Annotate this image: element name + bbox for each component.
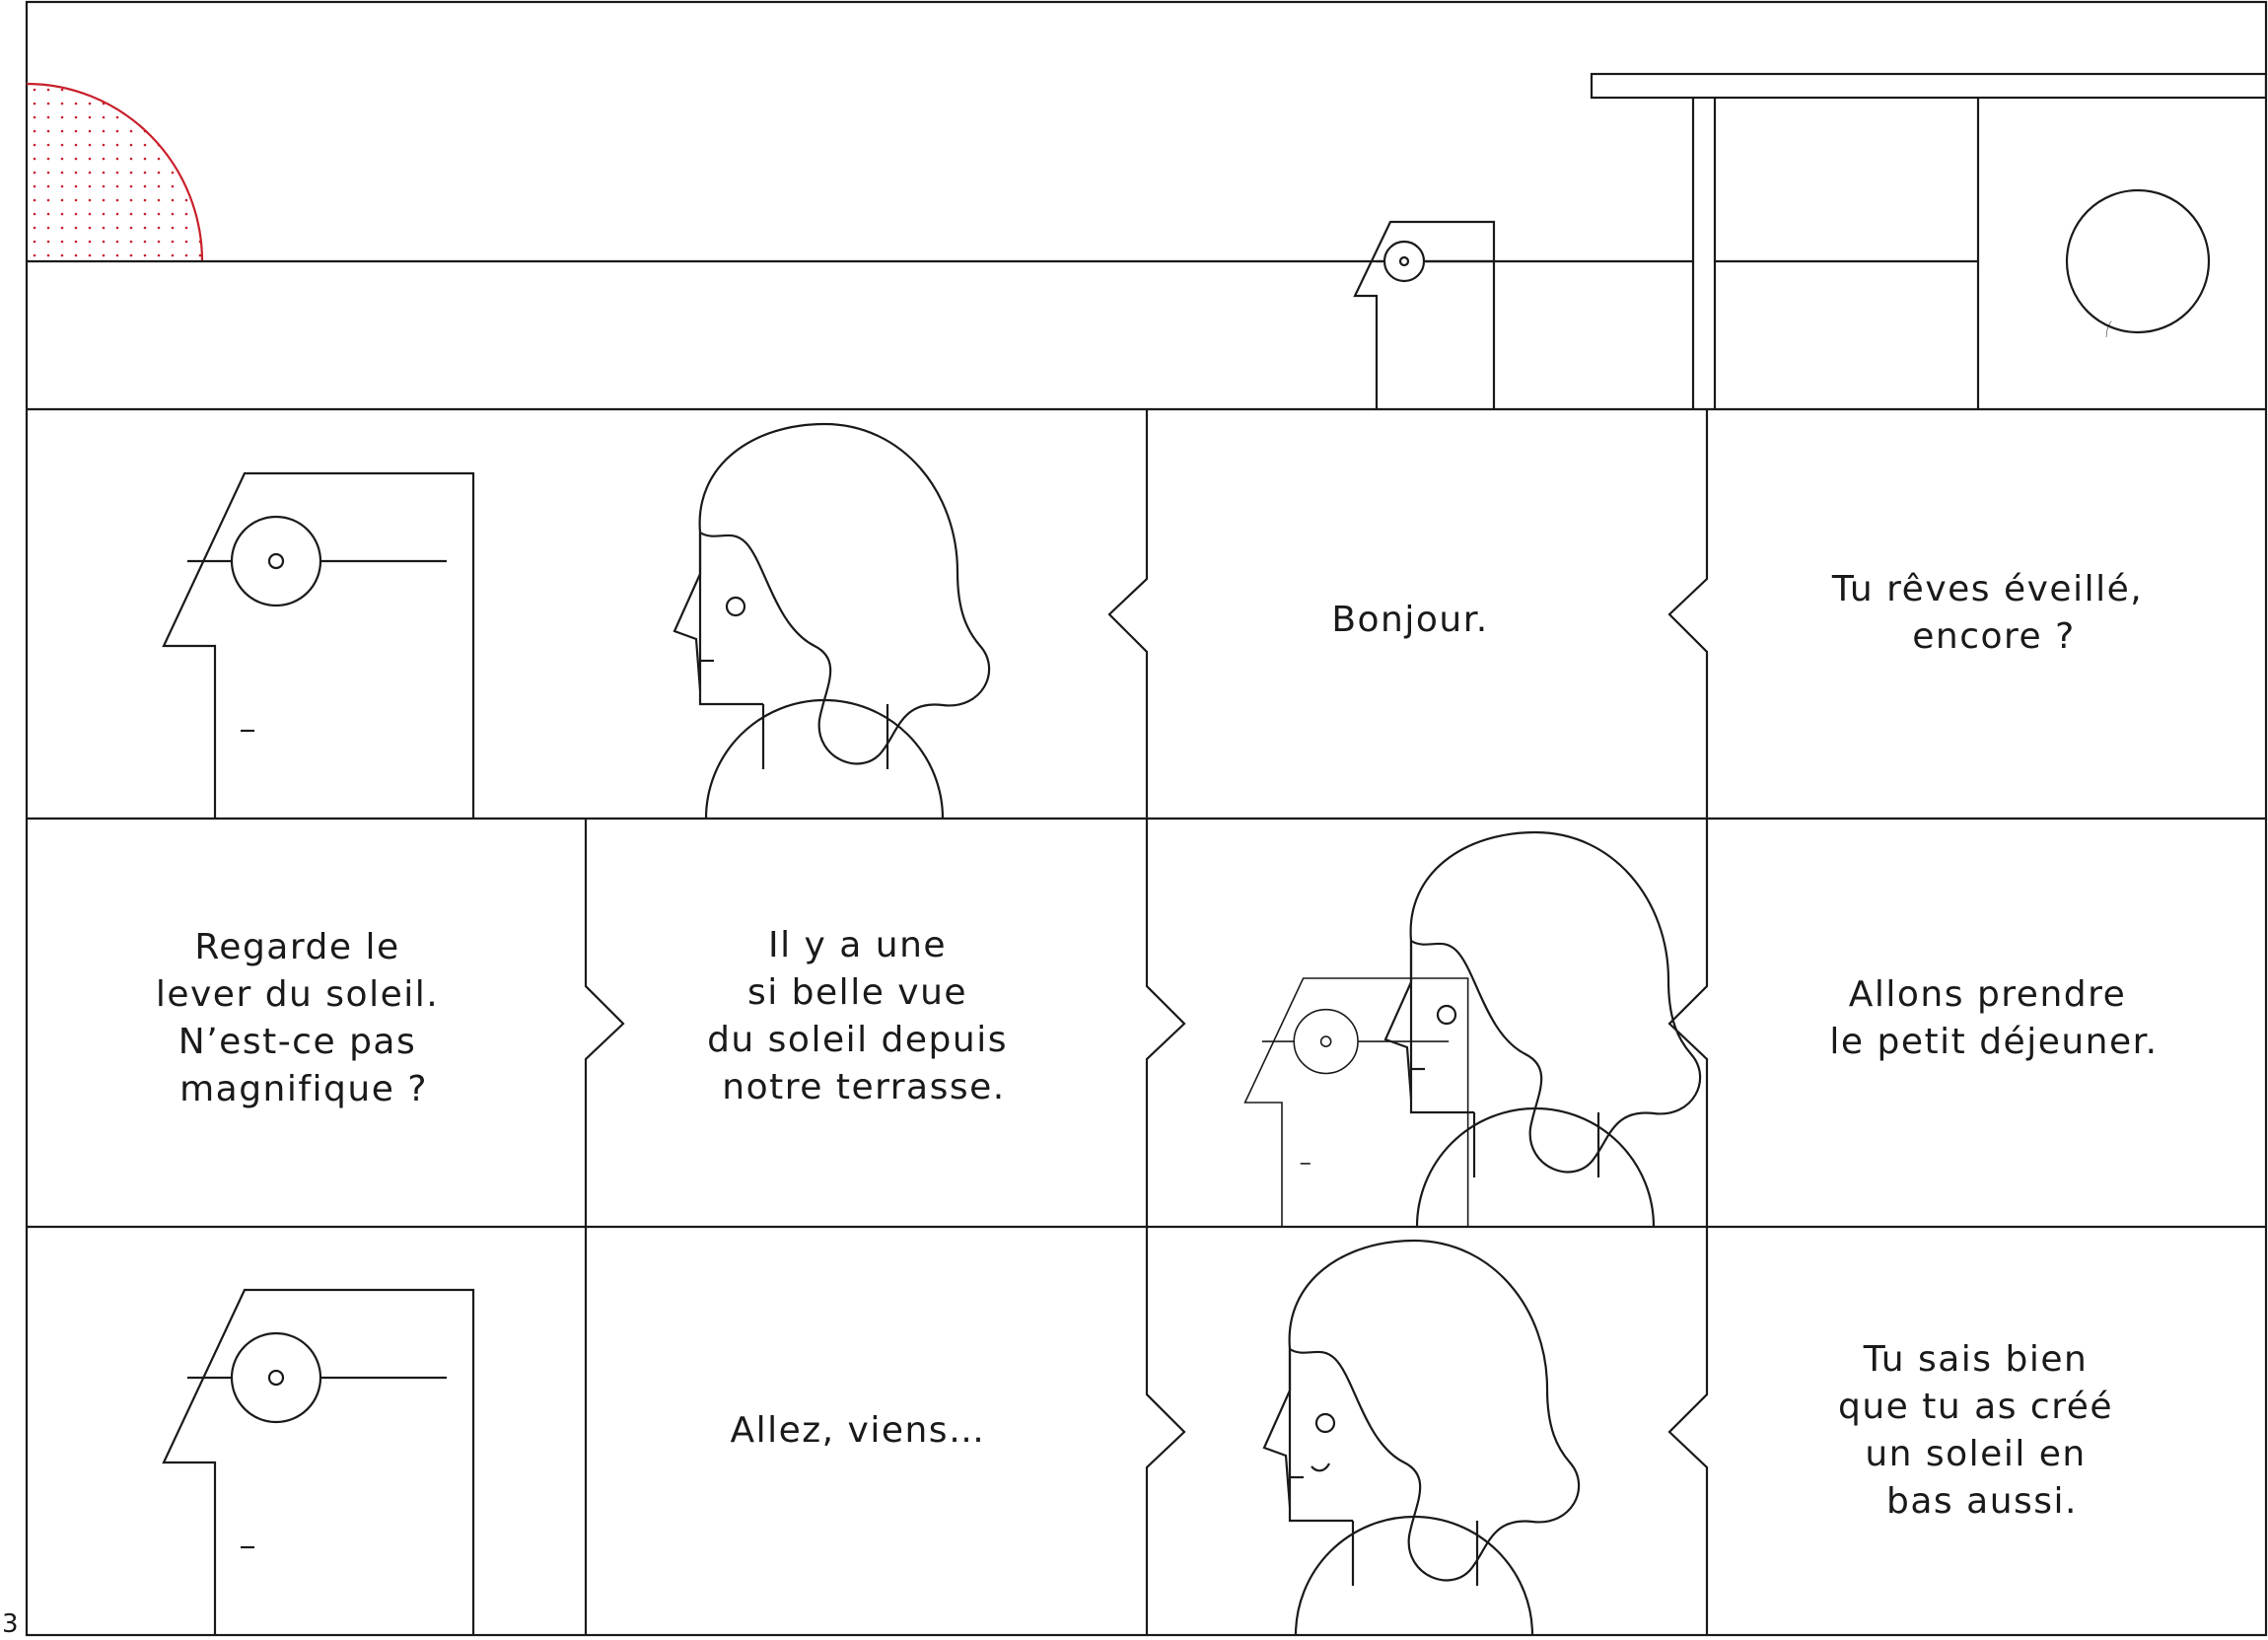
panel-2-characters [162,422,991,819]
man-head-icon [1243,977,1469,1227]
panel-border-notch [1107,409,1149,819]
page-number: 3 [2,1609,19,1639]
woman-head-icon [1383,830,1702,1227]
panel-border-notch [584,819,625,1227]
panel-1-terrace [27,72,2266,409]
speech-bonjour: Bonjour. [1331,600,1488,640]
panel-border-notch [1145,1227,1186,1635]
panel-6-couple [1243,830,1702,1227]
speech-reves: Tu rêves éveillé, encore ? [1831,569,2156,657]
panel-border-notch [1145,819,1186,1227]
woman-portrait-window-icon [2065,188,2211,338]
speech-belle-vue: Il y a une si belle vue du soleil depuis… [707,925,1021,1107]
speech-petit-dejeuner: Allons prendre le petit déjeuner. [1829,974,2158,1062]
speech-allez-viens: Allez, viens… [730,1410,985,1451]
speech-soleil-en-bas: Tu sais bien que tu as créé un soleil en… [1838,1339,2126,1522]
panel-border-notch [1667,409,1709,819]
speech-regarde: Regarde le lever du soleil. N’est-ce pas… [156,927,452,1109]
man-head-icon [162,471,475,819]
woman-head-icon [1262,1239,1581,1635]
man-head-icon [1353,220,1496,409]
sun-drawing [27,82,204,262]
panel-border-notch [1667,1227,1709,1635]
panel-border-notch [1667,819,1709,1227]
woman-head-icon [673,422,991,819]
man-head-icon [162,1288,475,1635]
